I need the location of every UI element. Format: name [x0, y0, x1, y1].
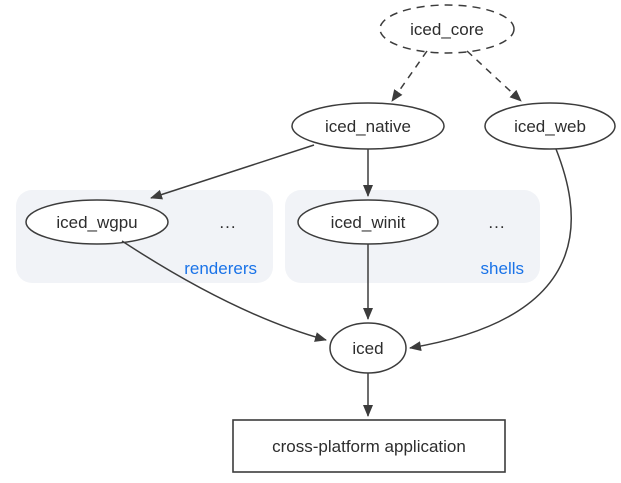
shells-ellipsis: ...: [488, 213, 505, 232]
iced-core-label: iced_core: [410, 20, 484, 39]
node-cross-platform-application: cross-platform application: [232, 419, 506, 473]
iced-web-label: iced_web: [514, 117, 586, 136]
iced-wgpu-label: iced_wgpu: [56, 213, 137, 232]
node-iced: iced: [329, 322, 407, 374]
node-iced-core: iced_core: [379, 4, 515, 54]
edge-core-to-native: [391, 50, 428, 102]
iced-core-ellipse: [379, 4, 515, 54]
shells-group-label: shells: [481, 259, 524, 278]
node-iced-wgpu: iced_wgpu: [25, 199, 169, 245]
renderers-ellipsis: ...: [219, 213, 236, 232]
iced-wgpu-ellipse: [25, 199, 169, 245]
iced-winit-label: iced_winit: [331, 213, 406, 232]
edge-core-to-web: [466, 50, 522, 102]
edge-web-to-iced: [409, 148, 572, 352]
node-iced-winit: iced_winit: [297, 199, 439, 245]
renderers-group-label: renderers: [184, 259, 257, 278]
iced-label: iced: [352, 339, 383, 358]
app-label: cross-platform application: [272, 437, 466, 456]
node-iced-native: iced_native: [291, 102, 445, 150]
edge-wgpu-to-iced: [121, 240, 327, 342]
iced-native-label: iced_native: [325, 117, 411, 136]
iced-web-ellipse: [484, 102, 616, 150]
node-iced-web: iced_web: [484, 102, 616, 150]
edge-native-to-wgpu: [150, 144, 315, 200]
app-rectangle: [232, 419, 506, 473]
